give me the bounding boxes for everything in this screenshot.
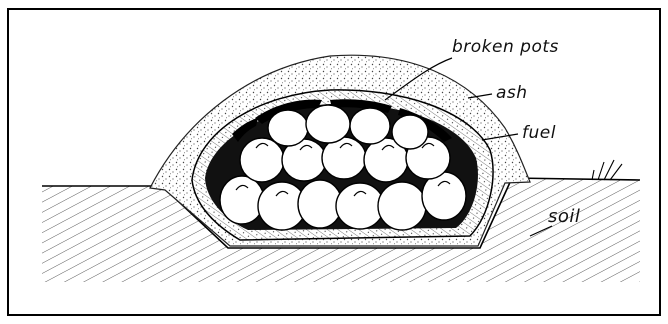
pot (306, 105, 350, 143)
label-fuel: fuel (522, 123, 556, 143)
pot (378, 182, 426, 230)
pot (392, 115, 428, 149)
pot (350, 108, 390, 144)
pot (220, 176, 264, 224)
pot (268, 110, 308, 146)
pot (240, 138, 284, 182)
label-broken-pots: broken pots (452, 37, 559, 57)
pot (336, 183, 384, 229)
grass-tuft (592, 160, 622, 180)
label-ash: ash (496, 83, 528, 103)
label-soil: soil (548, 206, 580, 227)
